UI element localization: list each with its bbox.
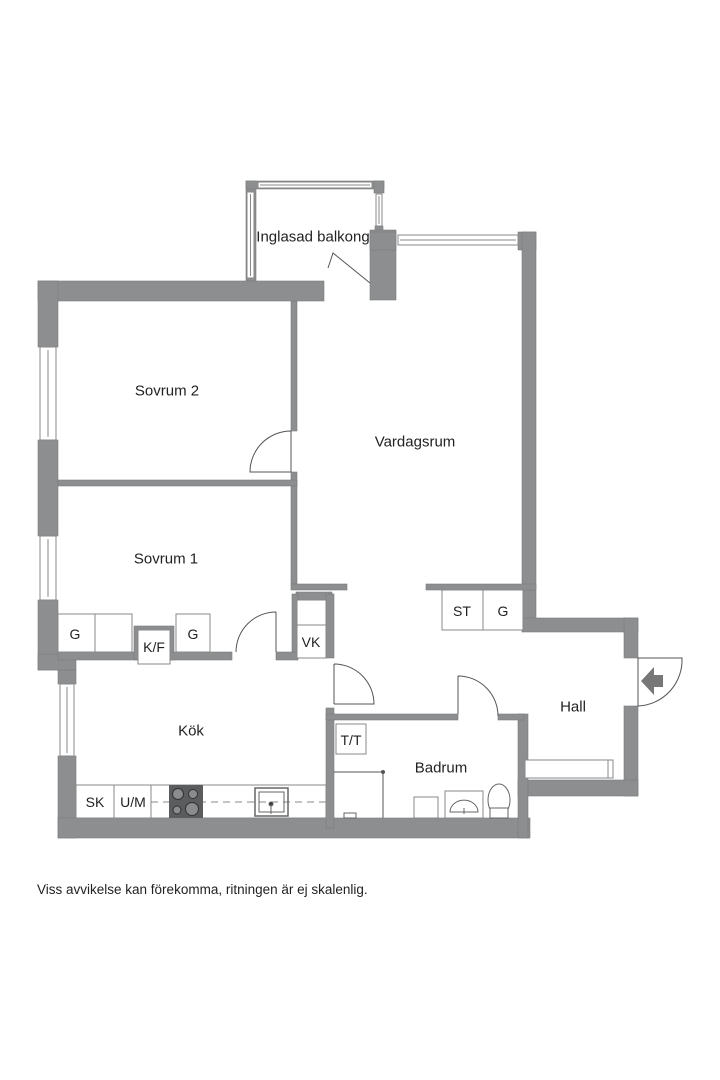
disclaimer-text: Viss avvikelse kan förekomma, ritningen … <box>37 882 368 897</box>
fixture-fridge-freezer: K/F <box>143 639 165 655</box>
fixtures <box>57 589 524 819</box>
toilet-icon <box>487 783 511 819</box>
stove-icon <box>169 785 203 818</box>
fixture-storage: ST <box>453 603 471 619</box>
room-label-living: Vardagsrum <box>374 433 456 451</box>
fixture-dishwasher: SK <box>85 794 105 810</box>
drain-icon <box>343 812 357 819</box>
room-label-hall: Hall <box>560 698 586 716</box>
shower <box>334 770 385 818</box>
fixture-wardrobe-hall: G <box>497 603 509 619</box>
sink-icon <box>254 787 289 817</box>
washbasin-icon <box>449 799 479 814</box>
doors <box>235 252 683 717</box>
fixture-water-heater: VK <box>301 634 321 650</box>
room-label-bedroom1: Sovrum 1 <box>133 550 199 568</box>
room-label-bathroom: Badrum <box>414 759 468 777</box>
fixture-washer-dryer: T/T <box>340 732 362 748</box>
room-label-kitchen: Kök <box>178 722 204 740</box>
windows <box>39 181 614 779</box>
room-label-balcony: Inglasad balkong <box>256 228 370 246</box>
fixture-wardrobe-bedroom1-a: G <box>69 626 81 642</box>
entrance-arrow-icon <box>641 667 663 695</box>
fixture-wardrobe-bedroom1-b: G <box>187 626 199 642</box>
room-label-bedroom2: Sovrum 2 <box>134 382 200 400</box>
fixture-microwave-oven: U/M <box>120 794 146 810</box>
